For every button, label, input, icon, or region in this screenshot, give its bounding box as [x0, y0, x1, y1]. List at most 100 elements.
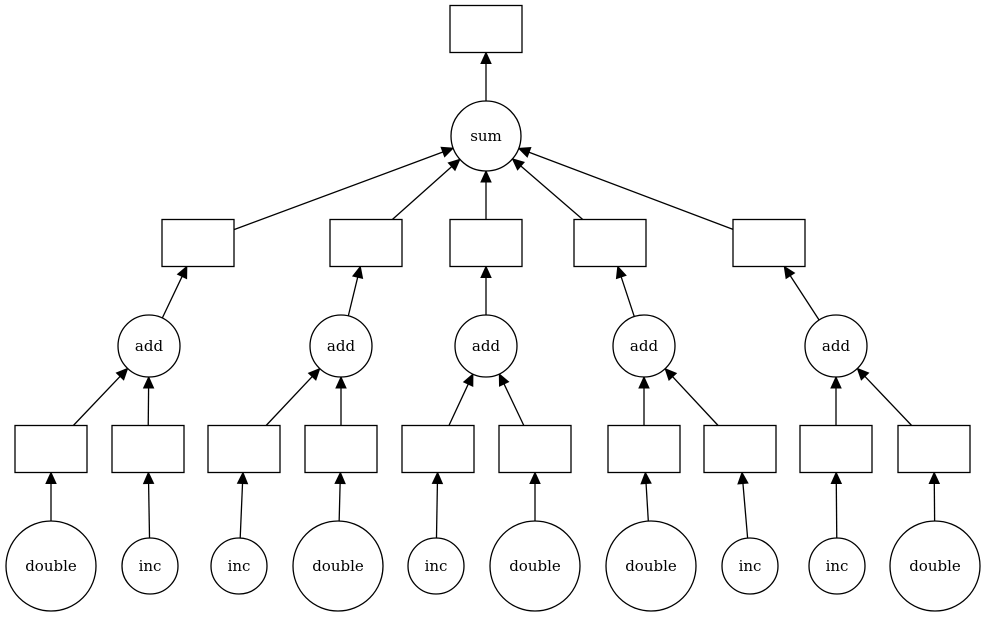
node-label: inc: [425, 557, 448, 575]
node-label: double: [509, 557, 561, 575]
arrowhead-icon: [142, 375, 155, 389]
edge-line: [789, 275, 820, 321]
arrowhead-icon: [45, 471, 57, 484]
node-b6: [498, 424, 572, 474]
node-f5: inc: [407, 537, 465, 595]
node-f3: inc: [210, 537, 268, 595]
edge-b4-to-a2: [335, 375, 347, 426]
edge-b6-to-a3: [498, 372, 525, 426]
task-node-circle: [605, 520, 697, 612]
node-a2: add: [309, 314, 373, 378]
node-r5: [732, 218, 806, 268]
data-node-box: [207, 424, 281, 474]
node-r4: [573, 218, 647, 268]
node-f1: double: [5, 520, 97, 612]
edge-sum-to-out: [480, 51, 492, 101]
task-node-circle: [450, 100, 522, 172]
node-label: add: [630, 337, 659, 355]
data-node-box: [703, 424, 777, 474]
edge-f4-to-b4: [334, 471, 346, 522]
data-node-box: [449, 4, 523, 54]
edge-f7-to-b7: [640, 471, 652, 522]
edge-b3-to-a2: [265, 367, 321, 426]
arrowhead-icon: [783, 265, 796, 280]
node-label: double: [312, 557, 364, 575]
edge-line: [620, 276, 635, 317]
task-node-circle: [808, 537, 866, 595]
node-a5: add: [804, 314, 868, 378]
arrowhead-icon: [529, 471, 541, 484]
data-node-box: [573, 218, 647, 268]
arrowhead-icon: [928, 471, 941, 485]
edge-line: [161, 276, 183, 319]
node-label: sum: [470, 127, 502, 145]
node-b9: [799, 424, 873, 474]
edge-line: [645, 483, 649, 522]
edge-r4-to-sum: [511, 158, 584, 220]
edge-line: [864, 375, 913, 426]
arrowhead-icon: [480, 265, 492, 278]
node-f9: inc: [808, 537, 866, 595]
arrowhead-icon: [856, 367, 870, 381]
arrowhead-icon: [142, 471, 155, 485]
edge-a3-to-r3: [480, 265, 492, 315]
arrowhead-icon: [615, 265, 627, 280]
node-r1: [161, 218, 235, 268]
edge-line: [265, 376, 313, 426]
arrowhead-icon: [517, 147, 532, 158]
data-node-box: [607, 424, 681, 474]
edge-a2-to-r2: [347, 265, 364, 317]
data-node-box: [498, 424, 572, 474]
node-a3: add: [454, 314, 518, 378]
edge-b9-to-a5: [830, 375, 842, 426]
edge-f8-to-b8: [737, 471, 749, 539]
arrowhead-icon: [236, 471, 249, 485]
edge-line: [742, 483, 749, 539]
edge-r5-to-sum: [517, 147, 734, 230]
node-label: inc: [826, 557, 849, 575]
arrowhead-icon: [830, 375, 842, 389]
edge-b2-to-a1: [142, 375, 155, 426]
node-label: add: [472, 337, 501, 355]
data-node-box: [329, 218, 403, 268]
arrowhead-icon: [640, 471, 652, 485]
task-node-circle: [454, 314, 518, 378]
arrowhead-icon: [447, 158, 461, 172]
arrowhead-icon: [431, 471, 444, 485]
arrowhead-icon: [115, 367, 129, 381]
node-b1: [14, 424, 88, 474]
edge-f5-to-b5: [431, 471, 444, 539]
arrowhead-icon: [737, 471, 749, 485]
edge-line: [391, 166, 453, 220]
edge-b8-to-a4: [664, 367, 719, 426]
arrowhead-icon: [335, 375, 347, 389]
node-f2: inc: [121, 537, 179, 595]
node-label: add: [822, 337, 851, 355]
edge-line: [435, 483, 439, 539]
task-node-circle: [612, 314, 676, 378]
node-r2: [329, 218, 403, 268]
edge-line: [338, 483, 341, 522]
edge-a4-to-r4: [615, 265, 635, 317]
node-b10: [897, 424, 971, 474]
task-node-circle: [721, 537, 779, 595]
edge-line: [448, 383, 469, 426]
node-f6: double: [489, 520, 581, 612]
node-b8: [703, 424, 777, 474]
node-f7: double: [605, 520, 697, 612]
node-label: add: [327, 337, 356, 355]
arrowhead-icon: [511, 158, 525, 171]
edge-b7-to-a4: [638, 375, 650, 426]
node-label: double: [25, 557, 77, 575]
data-node-box: [897, 424, 971, 474]
node-label: inc: [139, 557, 162, 575]
edge-r3-to-sum: [480, 169, 492, 220]
arrowhead-icon: [462, 373, 474, 387]
arrowhead-icon: [480, 51, 492, 64]
data-node-box: [304, 424, 378, 474]
edge-f2-to-b2: [142, 471, 155, 539]
node-a4: add: [612, 314, 676, 378]
node-label: inc: [228, 557, 251, 575]
